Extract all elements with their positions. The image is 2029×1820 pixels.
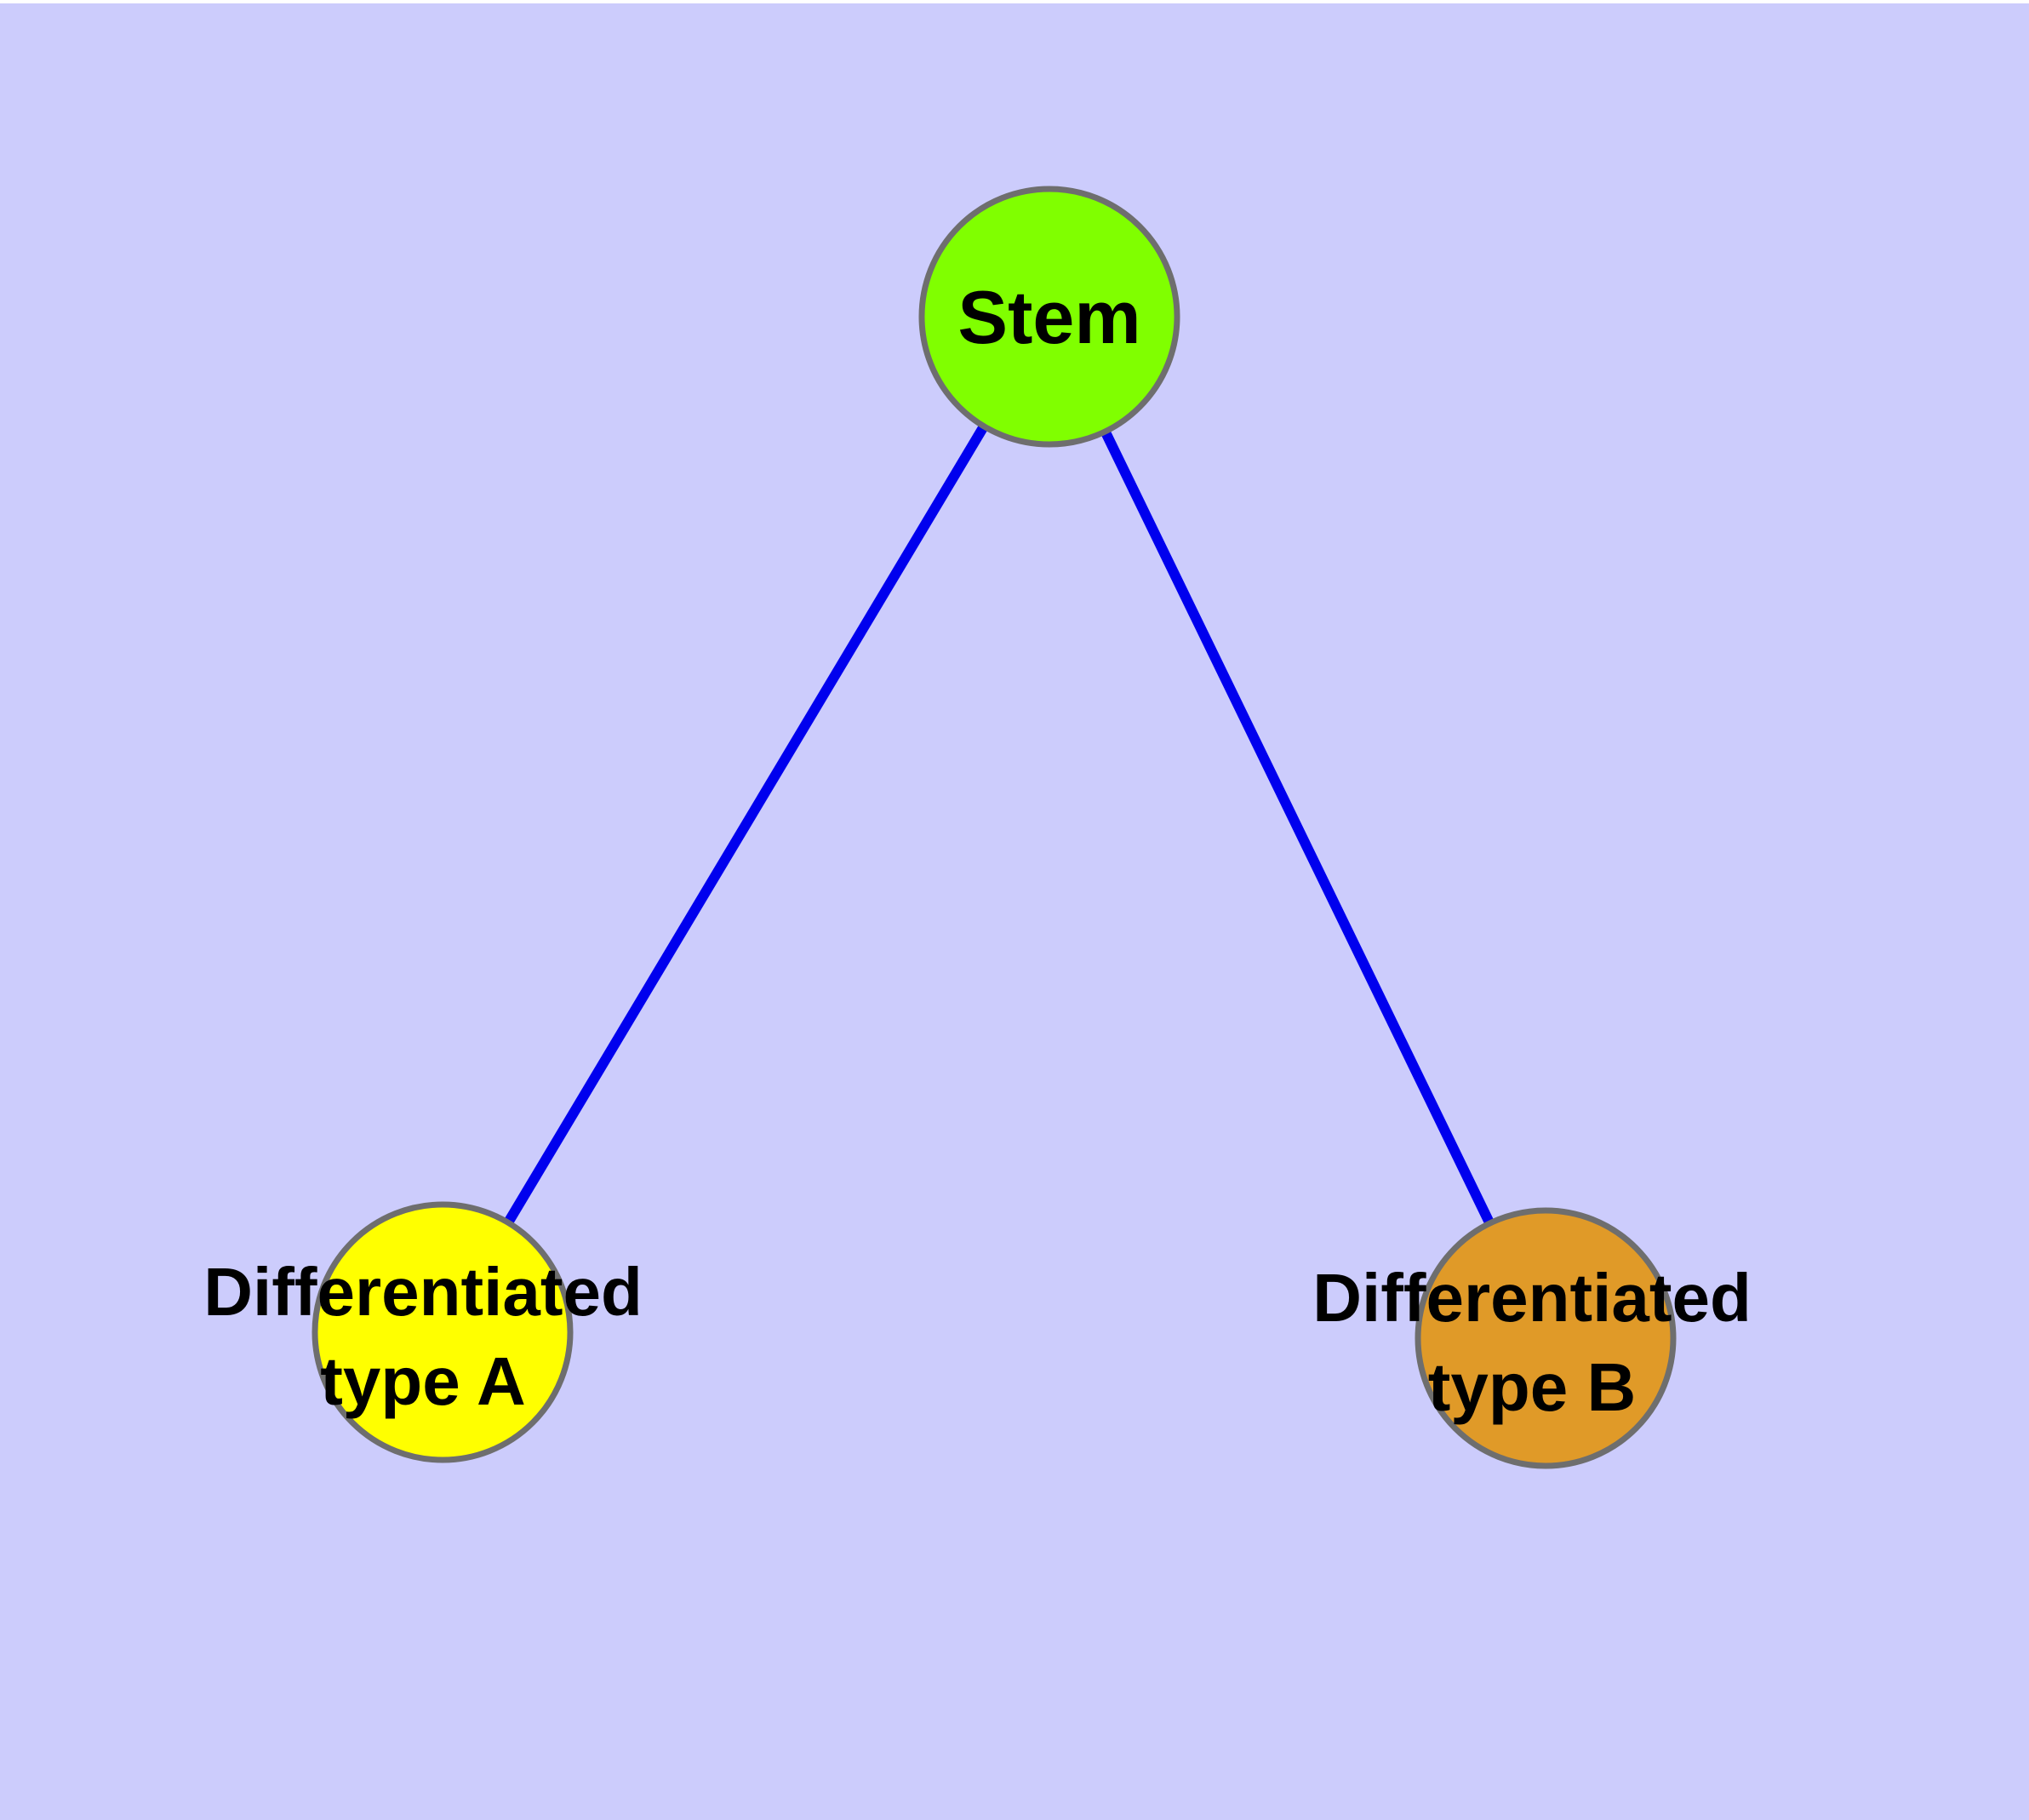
node-label-differentiated-type-b-line2: type B <box>1428 1349 1637 1425</box>
edge-group <box>437 313 1551 1341</box>
edge-stem-to-differentiated-type-b[interactable] <box>1044 314 1551 1341</box>
node-label-stem: Stem <box>957 275 1140 359</box>
node-differentiated-type-b[interactable] <box>1415 1207 1677 1469</box>
edge-stem-to-differentiated-type-a[interactable] <box>437 313 1055 1336</box>
node-stem[interactable] <box>918 186 1180 448</box>
node-differentiated-type-a[interactable] <box>311 1201 574 1463</box>
node-circle-differentiated-type-a[interactable] <box>311 1201 574 1463</box>
node-label-differentiated-type-a-line1: Differentiated <box>203 1254 643 1330</box>
node-label-differentiated-type-b-line1: Differentiated <box>1312 1260 1752 1336</box>
node-label-differentiated-type-a-line2: type A <box>320 1343 526 1419</box>
label-group: Stem Differentiated type A Differentiate… <box>203 275 1752 1425</box>
node-circle-differentiated-type-b[interactable] <box>1415 1207 1677 1469</box>
node-circle-stem[interactable] <box>918 186 1180 448</box>
